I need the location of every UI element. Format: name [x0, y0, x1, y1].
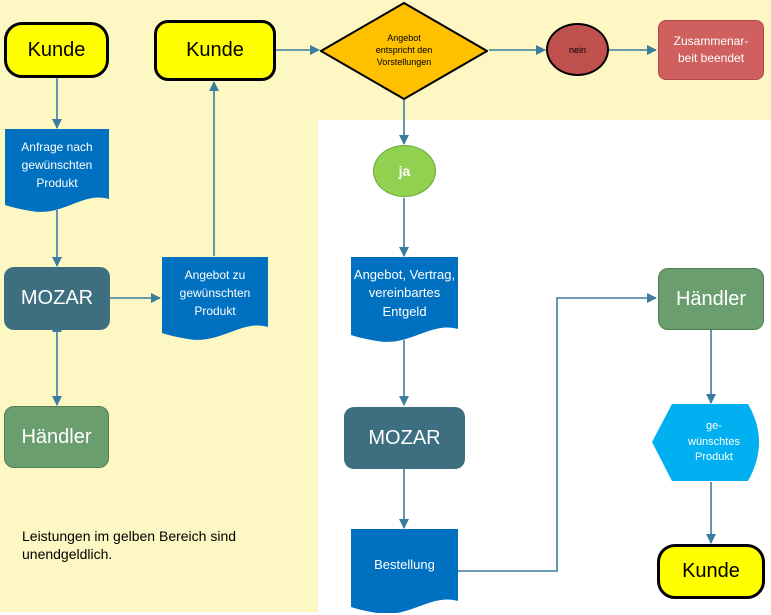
kunde-end-node: Kunde [657, 544, 765, 599]
display-shape [652, 404, 759, 481]
edge-bestellung-haendler [457, 293, 657, 572]
anfrage-label: Anfrage nach gewünschten Produkt [21, 139, 93, 190]
kunde-start-node: Kunde [4, 22, 109, 78]
document-shape [162, 257, 268, 340]
nein-node: nein [546, 23, 609, 76]
decision-label: Angebot entspricht den Vorstellungen [375, 33, 433, 67]
haendler-right-node: Händler [658, 268, 764, 330]
kunde-offer-node: Kunde [154, 20, 276, 81]
angebot-vertrag-label: Angebot, Vertrag, vereinbartes Entgeld [353, 267, 456, 319]
free-service-note: Leistungen im gelben Bereich sind unendg… [22, 528, 237, 563]
ja-node: ja [373, 145, 436, 197]
angebot-zu-document: Angebot zu gewünschten Produkt [162, 257, 268, 340]
decision-diamond: Angebot entspricht den Vorstellungen [320, 2, 488, 100]
angebot-vertrag-document: Angebot, Vertrag, vereinbartes Entgeld [351, 257, 458, 342]
angebot-zu-label: Angebot zu gewünschten Produkt [179, 267, 251, 318]
bestellung-label: Bestellung [374, 557, 435, 573]
anfrage-document: Anfrage nach gewünschten Produkt [5, 129, 109, 212]
diamond-shape [320, 2, 488, 100]
zusammenarbeit-beendet-node: Zusammenar-beit beendet [658, 20, 764, 80]
document-shape [351, 529, 458, 613]
produkt-display-node: ge-wünschtes Produkt [652, 404, 770, 481]
bestellung-document: Bestellung [351, 529, 458, 613]
produkt-label: ge-wünschtes Produkt [688, 420, 740, 464]
haendler-left-node: Händler [4, 406, 109, 468]
document-shape [5, 129, 109, 212]
mozar-right-node: MOZAR [344, 407, 465, 469]
document-shape [351, 257, 458, 342]
mozar-left-node: MOZAR [4, 267, 110, 330]
